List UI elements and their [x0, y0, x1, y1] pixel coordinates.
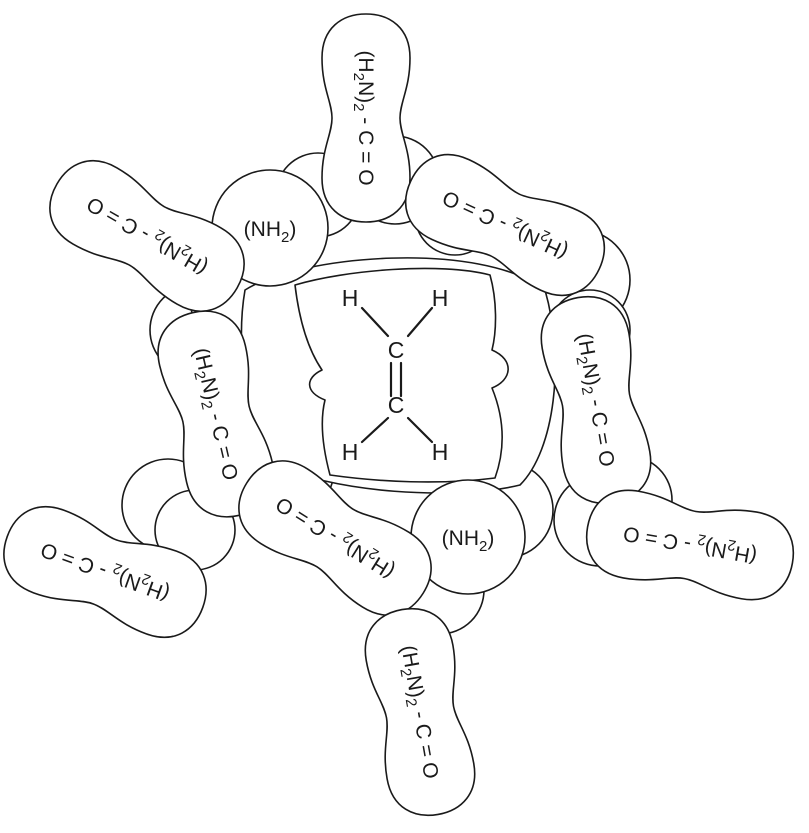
urea-molecule-lower-right: (H2N)2 - C = O [585, 489, 795, 601]
carbon-atom: C [388, 392, 405, 418]
hydrogen-atom: H [432, 439, 449, 465]
urea-lobe-outline [540, 295, 652, 505]
urea-lobe-outline [585, 489, 795, 601]
bond-h-c [406, 306, 434, 338]
amine-group-lower: (NH2) [410, 479, 526, 595]
urea-label: (H2N)2 - C = O [393, 644, 443, 782]
urea-molecule-upper-right: (H2N)2 - C = O [404, 154, 606, 296]
urea-lobe-outline [49, 159, 245, 313]
urea-molecule-right-vertical: (H2N)2 - C = O [540, 295, 652, 505]
amine-label: (NH2) [244, 218, 297, 246]
urea-lobe-outline [364, 607, 476, 817]
ethylene-molecule: H H C C H H [342, 285, 449, 465]
hydrogen-atom: H [342, 439, 359, 465]
bond-c-h [360, 416, 390, 444]
hydrogen-atom: H [342, 285, 359, 311]
urea-molecule-bottom: (H2N)2 - C = O [364, 607, 476, 817]
urea-molecule-top: (H2N)2 - C = O [321, 13, 411, 223]
hydrogen-atom: H [432, 285, 449, 311]
urea-lobe-outline [404, 154, 606, 296]
urea-lobe-outline [3, 505, 207, 639]
amine-label: (NH2) [442, 527, 495, 555]
urea-molecule-lower-left: (H2N)2 - C = O [3, 505, 207, 639]
urea-molecule-upper-left: (H2N)2 - C = O [49, 159, 245, 313]
urea-label: (H2N)2 - C = O [350, 50, 377, 185]
bond-c-h [406, 416, 434, 444]
carbon-atom: C [388, 337, 405, 363]
urea-molecule-center-lower: (H2N)2 - C = O [238, 460, 432, 616]
urea-lobe-outline [321, 13, 411, 223]
urea-lobe-outline [157, 310, 275, 518]
urea-molecule-left-vertical: (H2N)2 - C = O [157, 310, 275, 518]
bond-h-c [360, 306, 390, 338]
urea-lobe-outline [238, 460, 432, 616]
